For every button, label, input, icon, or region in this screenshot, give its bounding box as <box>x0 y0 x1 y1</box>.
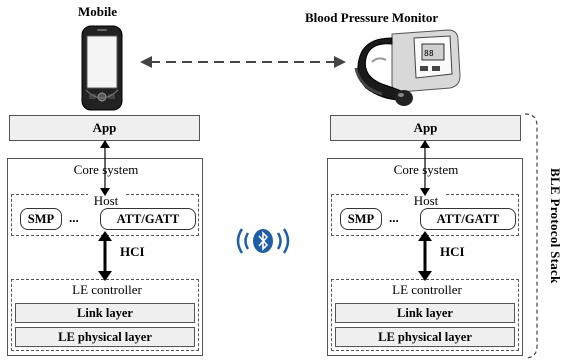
left-app-host-arrow <box>100 140 110 196</box>
protocol-stack-bracket <box>524 113 538 359</box>
right-le-controller-label: LE controller <box>380 282 474 298</box>
left-host-label: Host <box>88 193 124 209</box>
right-app-host-arrow <box>420 140 430 196</box>
mobile-title: Mobile <box>78 4 117 19</box>
left-core-system-label: Core system <box>66 162 146 178</box>
right-ellipsis: ... <box>389 210 399 225</box>
right-link-layer: Link layer <box>335 303 515 323</box>
left-le-controller-label: LE controller <box>60 282 154 298</box>
right-smp: SMP <box>340 208 382 230</box>
mobile-phone-icon <box>81 25 123 111</box>
left-link-layer: Link layer <box>15 303 195 323</box>
left-smp: SMP <box>20 208 62 230</box>
wireless-link-arrow <box>140 56 346 68</box>
left-att-gatt: ATT/GATT <box>100 208 196 230</box>
left-hci-label: HCI <box>120 244 145 259</box>
right-host-label: Host <box>408 193 444 209</box>
left-hci-arrow <box>98 231 112 281</box>
right-le-physical-layer: LE physical layer <box>335 327 515 347</box>
right-core-system-label: Core system <box>386 162 466 178</box>
right-app-layer: App <box>330 115 521 141</box>
ble-protocol-stack-label: BLE Protocol Stack <box>548 168 563 284</box>
blood-pressure-monitor-icon: 88 <box>354 29 461 106</box>
right-hci-label: HCI <box>440 244 465 259</box>
svg-text:88: 88 <box>424 49 434 58</box>
left-app-layer: App <box>9 115 200 141</box>
monitor-title: Blood Pressure Monitor <box>305 10 439 25</box>
left-ellipsis: ... <box>69 210 79 225</box>
right-att-gatt: ATT/GATT <box>420 208 516 230</box>
right-hci-arrow <box>418 231 432 281</box>
left-le-physical-layer: LE physical layer <box>15 327 195 347</box>
bluetooth-wireless-icon <box>236 228 290 254</box>
